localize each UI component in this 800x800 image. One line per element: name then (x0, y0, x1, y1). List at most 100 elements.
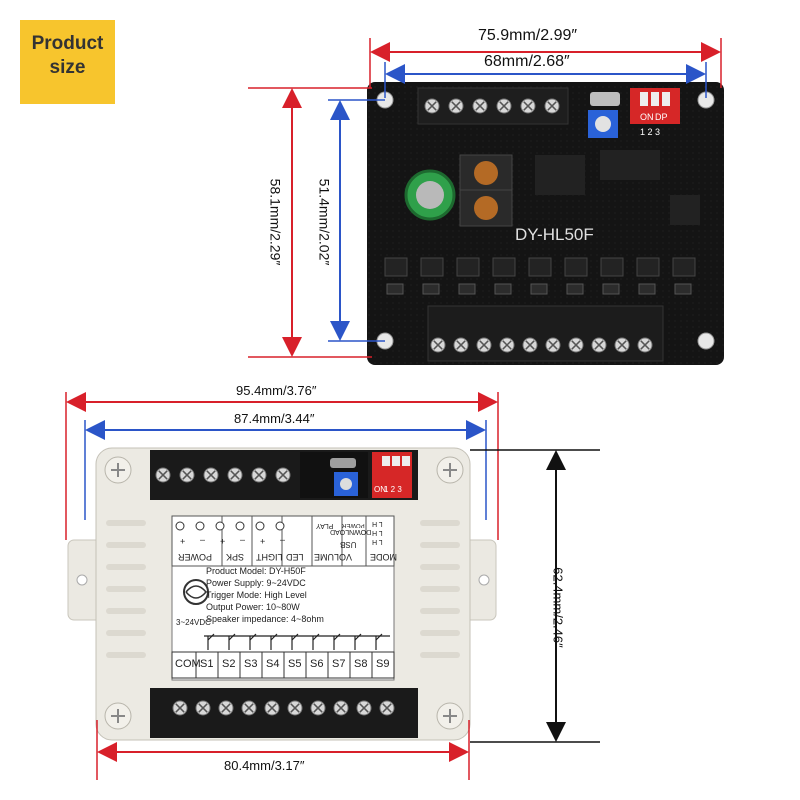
optocoupler (564, 257, 588, 277)
panel-polarity-sign: + (260, 536, 266, 546)
terminal-screw (275, 467, 291, 483)
terminal-screw (241, 700, 257, 716)
terminal-screw (218, 700, 234, 716)
dip-dp-label: DP (655, 112, 668, 122)
terminal-screw (379, 700, 395, 716)
terminal-screw (430, 337, 446, 353)
terminal-screw (472, 98, 488, 114)
panel-mode-row: L H (372, 520, 383, 527)
terminal-screw (614, 337, 630, 353)
panel-label-power: POWER (178, 552, 213, 562)
panel-label-spk: SPK (226, 552, 245, 562)
usb-port (590, 92, 620, 106)
ic-chip (600, 150, 660, 180)
module-width-base: 80.4mm/3.17″ (224, 758, 305, 773)
mounting-hole (697, 332, 715, 350)
terminal-screw (476, 337, 492, 353)
optocoupler (672, 257, 696, 277)
terminal-screw (424, 98, 440, 114)
panel-polarity-sign: – (240, 536, 246, 546)
terminal-label-com: COM (175, 658, 201, 670)
terminal-label-s9: S9 (376, 658, 390, 670)
optocoupler (528, 257, 552, 277)
terminal-screw (251, 467, 267, 483)
corner-screw-icon (104, 456, 132, 484)
panel-label-volume: VOLUME (314, 552, 353, 562)
terminal-screw (356, 700, 372, 716)
top-terminal-block (417, 87, 569, 125)
optocoupler (600, 257, 624, 277)
terminal-screw (637, 337, 653, 353)
terminal-screw (544, 98, 560, 114)
product-size-badge: Product size (20, 20, 115, 104)
terminal-screw (203, 467, 219, 483)
panel-info-line: Power Supply: 9~24VDC (206, 578, 306, 588)
terminal-label-s1: S1 (200, 658, 214, 670)
bottom-terminal-area (150, 688, 418, 738)
brand-logo (183, 579, 209, 605)
panel-polarity-sign: – (280, 536, 286, 546)
terminal-label-s3: S3 (244, 658, 258, 670)
panel-info-line: Output Power: 10~80W (206, 602, 300, 612)
corner-screw-icon (436, 702, 464, 730)
terminal-screw (333, 700, 349, 716)
panel-mode-row: L H (372, 538, 383, 545)
panel-vdc-label: 3~24VDC (176, 618, 211, 627)
terminal-screw (568, 337, 584, 353)
badge-line-1: Product (31, 33, 104, 54)
terminal-label-s8: S8 (354, 658, 368, 670)
ic-chip (670, 195, 700, 225)
usb-port (330, 458, 356, 468)
terminal-screw (545, 337, 561, 353)
panel-label-mode: MODE (370, 552, 397, 562)
terminal-screw (264, 700, 280, 716)
ic-chip (535, 155, 585, 195)
terminal-screw (499, 337, 515, 353)
pcb-board: DY-HL50F (367, 82, 724, 365)
panel-info-line: Trigger Mode: High Level (206, 590, 307, 600)
top-height-outer: 58.1mm/2.29″ (267, 178, 284, 266)
panel-label-download: DOWNLOAD (330, 528, 372, 535)
panel-polarity-sign: + (220, 536, 226, 546)
terminal-screw (453, 337, 469, 353)
terminal-screw (227, 467, 243, 483)
optocoupler (636, 257, 660, 277)
panel-polarity-sign: + (180, 536, 186, 546)
terminal-label-s7: S7 (332, 658, 346, 670)
optocoupler (456, 257, 480, 277)
corner-screw-icon (104, 702, 132, 730)
optocoupler (420, 257, 444, 277)
terminal-label-s6: S6 (310, 658, 324, 670)
dip-number-label: 1 2 3 (640, 127, 660, 137)
optocoupler (384, 257, 408, 277)
bottom-terminal-block (427, 305, 664, 362)
label-panel (171, 515, 395, 681)
terminal-screw (155, 467, 171, 483)
module-height: 62.4mm/2.46″ (550, 567, 566, 648)
terminal-screw (310, 700, 326, 716)
panel-mode-row: L H (372, 529, 383, 536)
terminal-screw (520, 98, 536, 114)
terminal-screw (179, 467, 195, 483)
top-width-holes: 68mm/2.68″ (484, 53, 570, 70)
badge-line-2: size (49, 57, 86, 78)
terminal-screw (448, 98, 464, 114)
module-dip-number-label: 1 2 3 (384, 485, 402, 494)
terminal-label-s2: S2 (222, 658, 236, 670)
panel-polarity-sign: – (200, 536, 206, 546)
terminal-label-s4: S4 (266, 658, 280, 670)
terminal-screw (287, 700, 303, 716)
corner-screw-icon (436, 456, 464, 484)
terminal-screw (496, 98, 512, 114)
module-dip-on-label: ON (374, 485, 386, 494)
top-height-holes: 51.4mm/2.02″ (316, 178, 333, 266)
panel-label-light: LIGHT (256, 552, 283, 562)
terminal-screw (195, 700, 211, 716)
panel-info-line: Product Model: DY-H50F (206, 566, 306, 576)
terminal-label-s5: S5 (288, 658, 302, 670)
terminal-screw (522, 337, 538, 353)
panel-label-usb: USB (340, 540, 357, 549)
module-width-holes: 87.4mm/3.44″ (234, 411, 315, 426)
